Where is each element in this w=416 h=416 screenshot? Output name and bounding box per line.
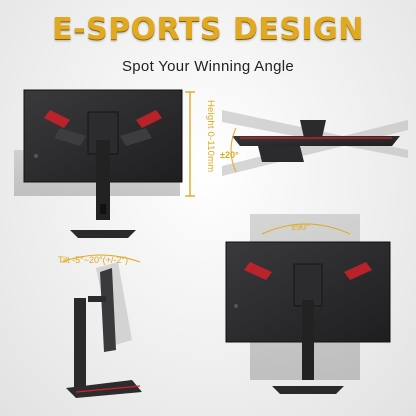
banner-subtitle: Spot Your Winning Angle [121, 58, 295, 75]
tilt-monitor [61, 254, 142, 398]
pivot-monitor [225, 214, 391, 394]
banner-title: E-SPORTS DESIGN [52, 12, 364, 47]
tilt-label: Tilt -5°~20°(+/-2°) [58, 255, 128, 265]
height-indicator [185, 91, 195, 197]
swivel-label: ±20° [220, 150, 239, 160]
height-adjust-monitor [14, 89, 183, 238]
pivot-label: ±90° [291, 222, 310, 232]
swivel-monitor [222, 110, 408, 176]
height-label: Height 0-110mm [205, 100, 216, 173]
